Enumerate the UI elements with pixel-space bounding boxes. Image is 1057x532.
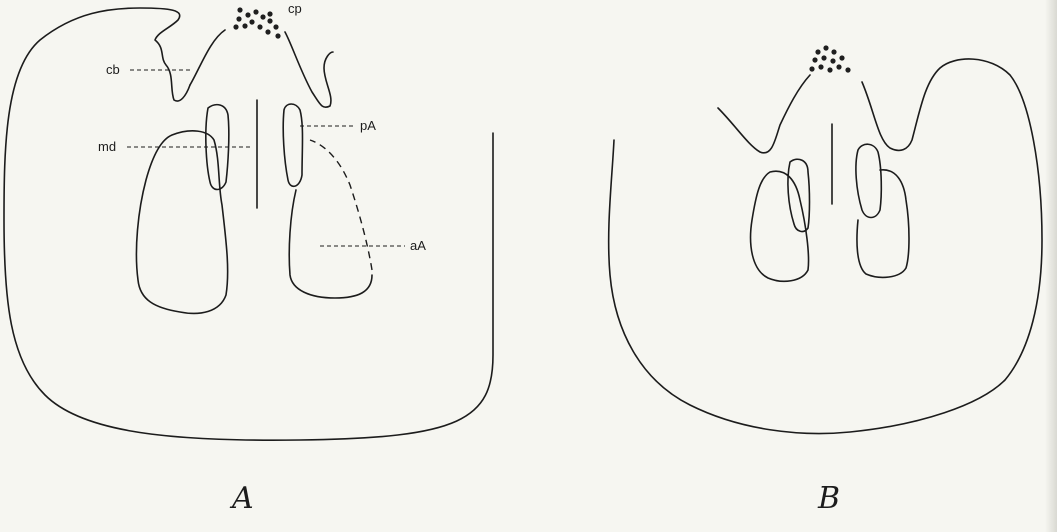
label-cb: cb	[106, 62, 120, 77]
panel-a-left-large-lobe	[136, 131, 227, 314]
panel-b-cephalic-pit	[809, 45, 850, 72]
page-edge-shadow	[1045, 0, 1057, 532]
panel-a-cephalic-lobe	[190, 30, 333, 107]
panel-a-body-outline	[4, 8, 493, 440]
panel-b-left-shoulder	[718, 75, 810, 153]
panel-b-right-large-lobe	[857, 170, 909, 278]
panel-a-cephalic-pit	[233, 7, 280, 38]
label-pA: pA	[360, 118, 376, 133]
caption-b: B	[817, 481, 840, 516]
panel-b: B	[609, 45, 1042, 516]
panel-a: cp cb md pA aA A	[4, 1, 493, 516]
caption-a: A	[229, 481, 254, 516]
panel-b-left-large-lobe	[751, 171, 809, 281]
label-cp: cp	[288, 1, 302, 16]
label-md: md	[98, 139, 116, 154]
panel-a-right-large-lobe	[289, 190, 372, 298]
panel-a-right-lobe-dashed	[310, 140, 372, 270]
label-aA: aA	[410, 238, 426, 253]
panel-b-right-small-lobe	[856, 144, 881, 217]
panel-a-right-small-lobe	[283, 104, 302, 186]
panel-b-body-outline	[609, 59, 1042, 434]
